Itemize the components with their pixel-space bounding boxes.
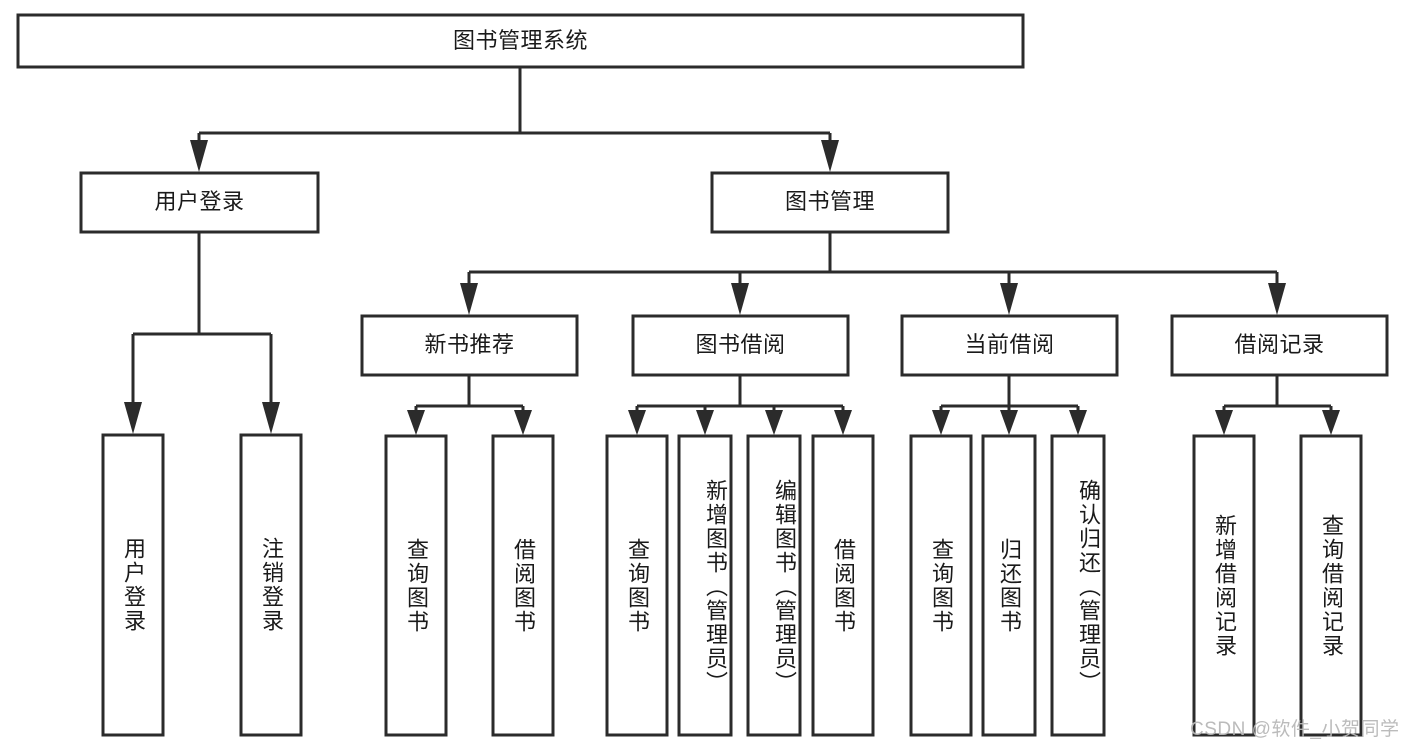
arrowhead-book-borrow	[731, 283, 749, 315]
node-box-leaf-user-login[interactable]	[101, 433, 165, 737]
node-box-leaf-recommend-borrow[interactable]	[491, 434, 555, 737]
node-box-leaf-logout[interactable]	[239, 433, 303, 737]
node-box-leaf-current-query[interactable]	[909, 434, 973, 737]
node-box-new-book-recommend[interactable]	[360, 314, 579, 377]
arrowhead-borrow-add-book	[696, 410, 714, 435]
arrowhead-user-login	[190, 140, 208, 172]
arrowhead-current-confirm-return	[1069, 410, 1087, 435]
node-box-leaf-borrow-edit[interactable]	[746, 434, 802, 737]
arrowhead-current-return-book	[1000, 410, 1018, 435]
node-box-leaf-borrow-borrow[interactable]	[811, 434, 875, 737]
node-box-leaf-record-add[interactable]	[1192, 434, 1256, 737]
node-box-current-borrow[interactable]	[900, 314, 1119, 377]
arrowhead-borrow-edit-book	[765, 410, 783, 435]
arrowhead-recommend-query-book	[407, 410, 425, 435]
arrowhead-leaf-logout	[262, 402, 280, 434]
node-box-leaf-current-confirm[interactable]	[1050, 434, 1106, 737]
arrowhead-current-query-book	[932, 410, 950, 435]
node-box-leaf-current-return[interactable]	[981, 434, 1037, 737]
arrowhead-borrow-borrow-book	[834, 410, 852, 435]
node-box-borrow-record[interactable]	[1170, 314, 1389, 377]
node-box-leaf-record-query[interactable]	[1299, 434, 1363, 737]
node-box-leaf-recommend-query[interactable]	[384, 434, 448, 737]
node-box-leaf-borrow-query[interactable]	[605, 434, 669, 737]
arrowhead-leaf-user-login	[124, 402, 142, 434]
csdn-watermark: CSDN @软件_小贺同学	[1190, 719, 1400, 740]
arrowhead-current-borrow	[1000, 283, 1018, 315]
arrowhead-borrow-query-book	[628, 410, 646, 435]
arrowhead-borrow-record	[1268, 283, 1286, 315]
node-box-leaf-borrow-add[interactable]	[677, 434, 733, 737]
node-box-book-borrow[interactable]	[631, 314, 850, 377]
arrowhead-record-query	[1322, 410, 1340, 435]
node-box-root[interactable]	[16, 13, 1025, 69]
node-box-user-login[interactable]	[79, 171, 320, 234]
arrowhead-new-book-recommend	[460, 283, 478, 315]
arrowhead-book-mgmt	[821, 140, 839, 172]
node-box-book-management[interactable]	[710, 171, 950, 234]
arrowhead-record-add	[1215, 410, 1233, 435]
arrowhead-recommend-borrow-book	[514, 410, 532, 435]
